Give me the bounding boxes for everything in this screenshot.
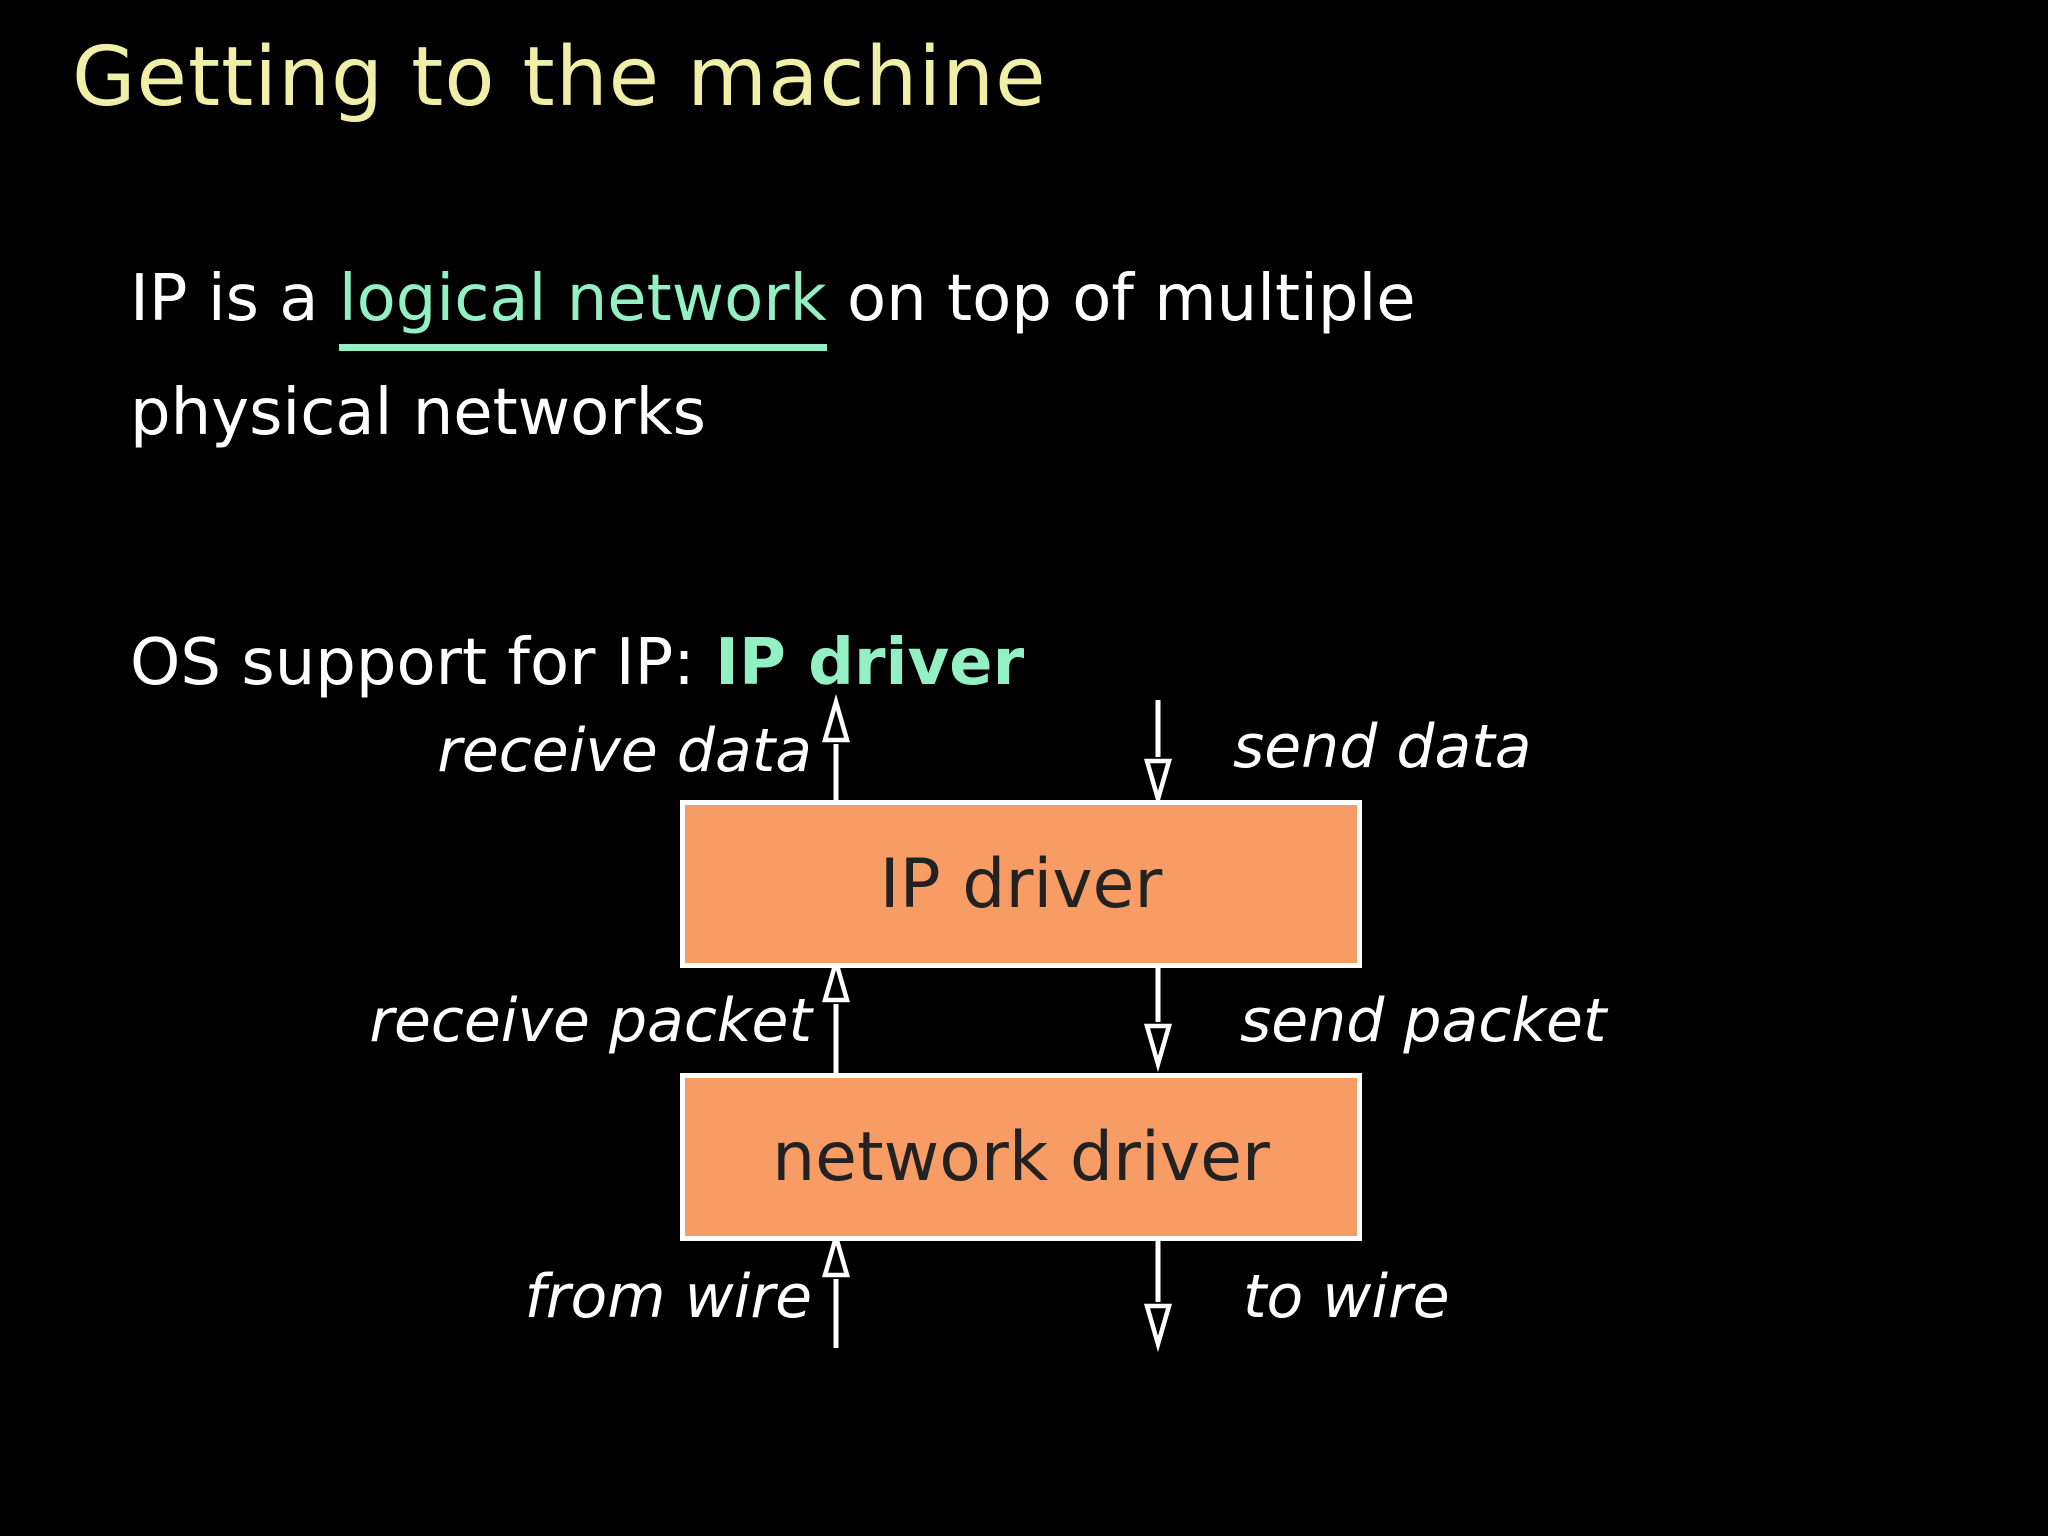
from-wire-arrow	[822, 1228, 850, 1348]
ip-driver-highlight: IP driver	[715, 626, 1025, 700]
slide-title: Getting to the machine	[72, 30, 1047, 125]
network-driver-box: network driver	[680, 1073, 1362, 1241]
ip-driver-box: IP driver	[680, 800, 1362, 968]
send-data-label: send data	[1233, 712, 1532, 782]
send-packet-arrow	[1144, 958, 1172, 1073]
os-support-line: OS support for IP: IP driver	[130, 626, 1024, 700]
receive-packet-label: receive packet	[369, 986, 812, 1056]
paragraph-text: IP is a	[130, 262, 339, 336]
paragraph-text: on top of multiple	[826, 262, 1416, 336]
send-packet-label: send packet	[1240, 986, 1607, 1056]
receive-data-label: receive data	[437, 716, 812, 786]
to-wire-arrow	[1144, 1232, 1172, 1353]
logical-network-highlight: logical network	[338, 262, 827, 351]
os-support-text: OS support for IP:	[130, 626, 716, 700]
send-data-arrow	[1144, 700, 1172, 808]
paragraph-line-1: IP is a logical network on top of multip…	[130, 262, 1416, 351]
from-wire-label: from wire	[524, 1262, 812, 1332]
paragraph-line-2: physical networks	[130, 376, 706, 450]
to-wire-label: to wire	[1243, 1262, 1450, 1332]
receive-packet-arrow	[822, 953, 850, 1073]
receive-data-arrow	[822, 693, 850, 800]
